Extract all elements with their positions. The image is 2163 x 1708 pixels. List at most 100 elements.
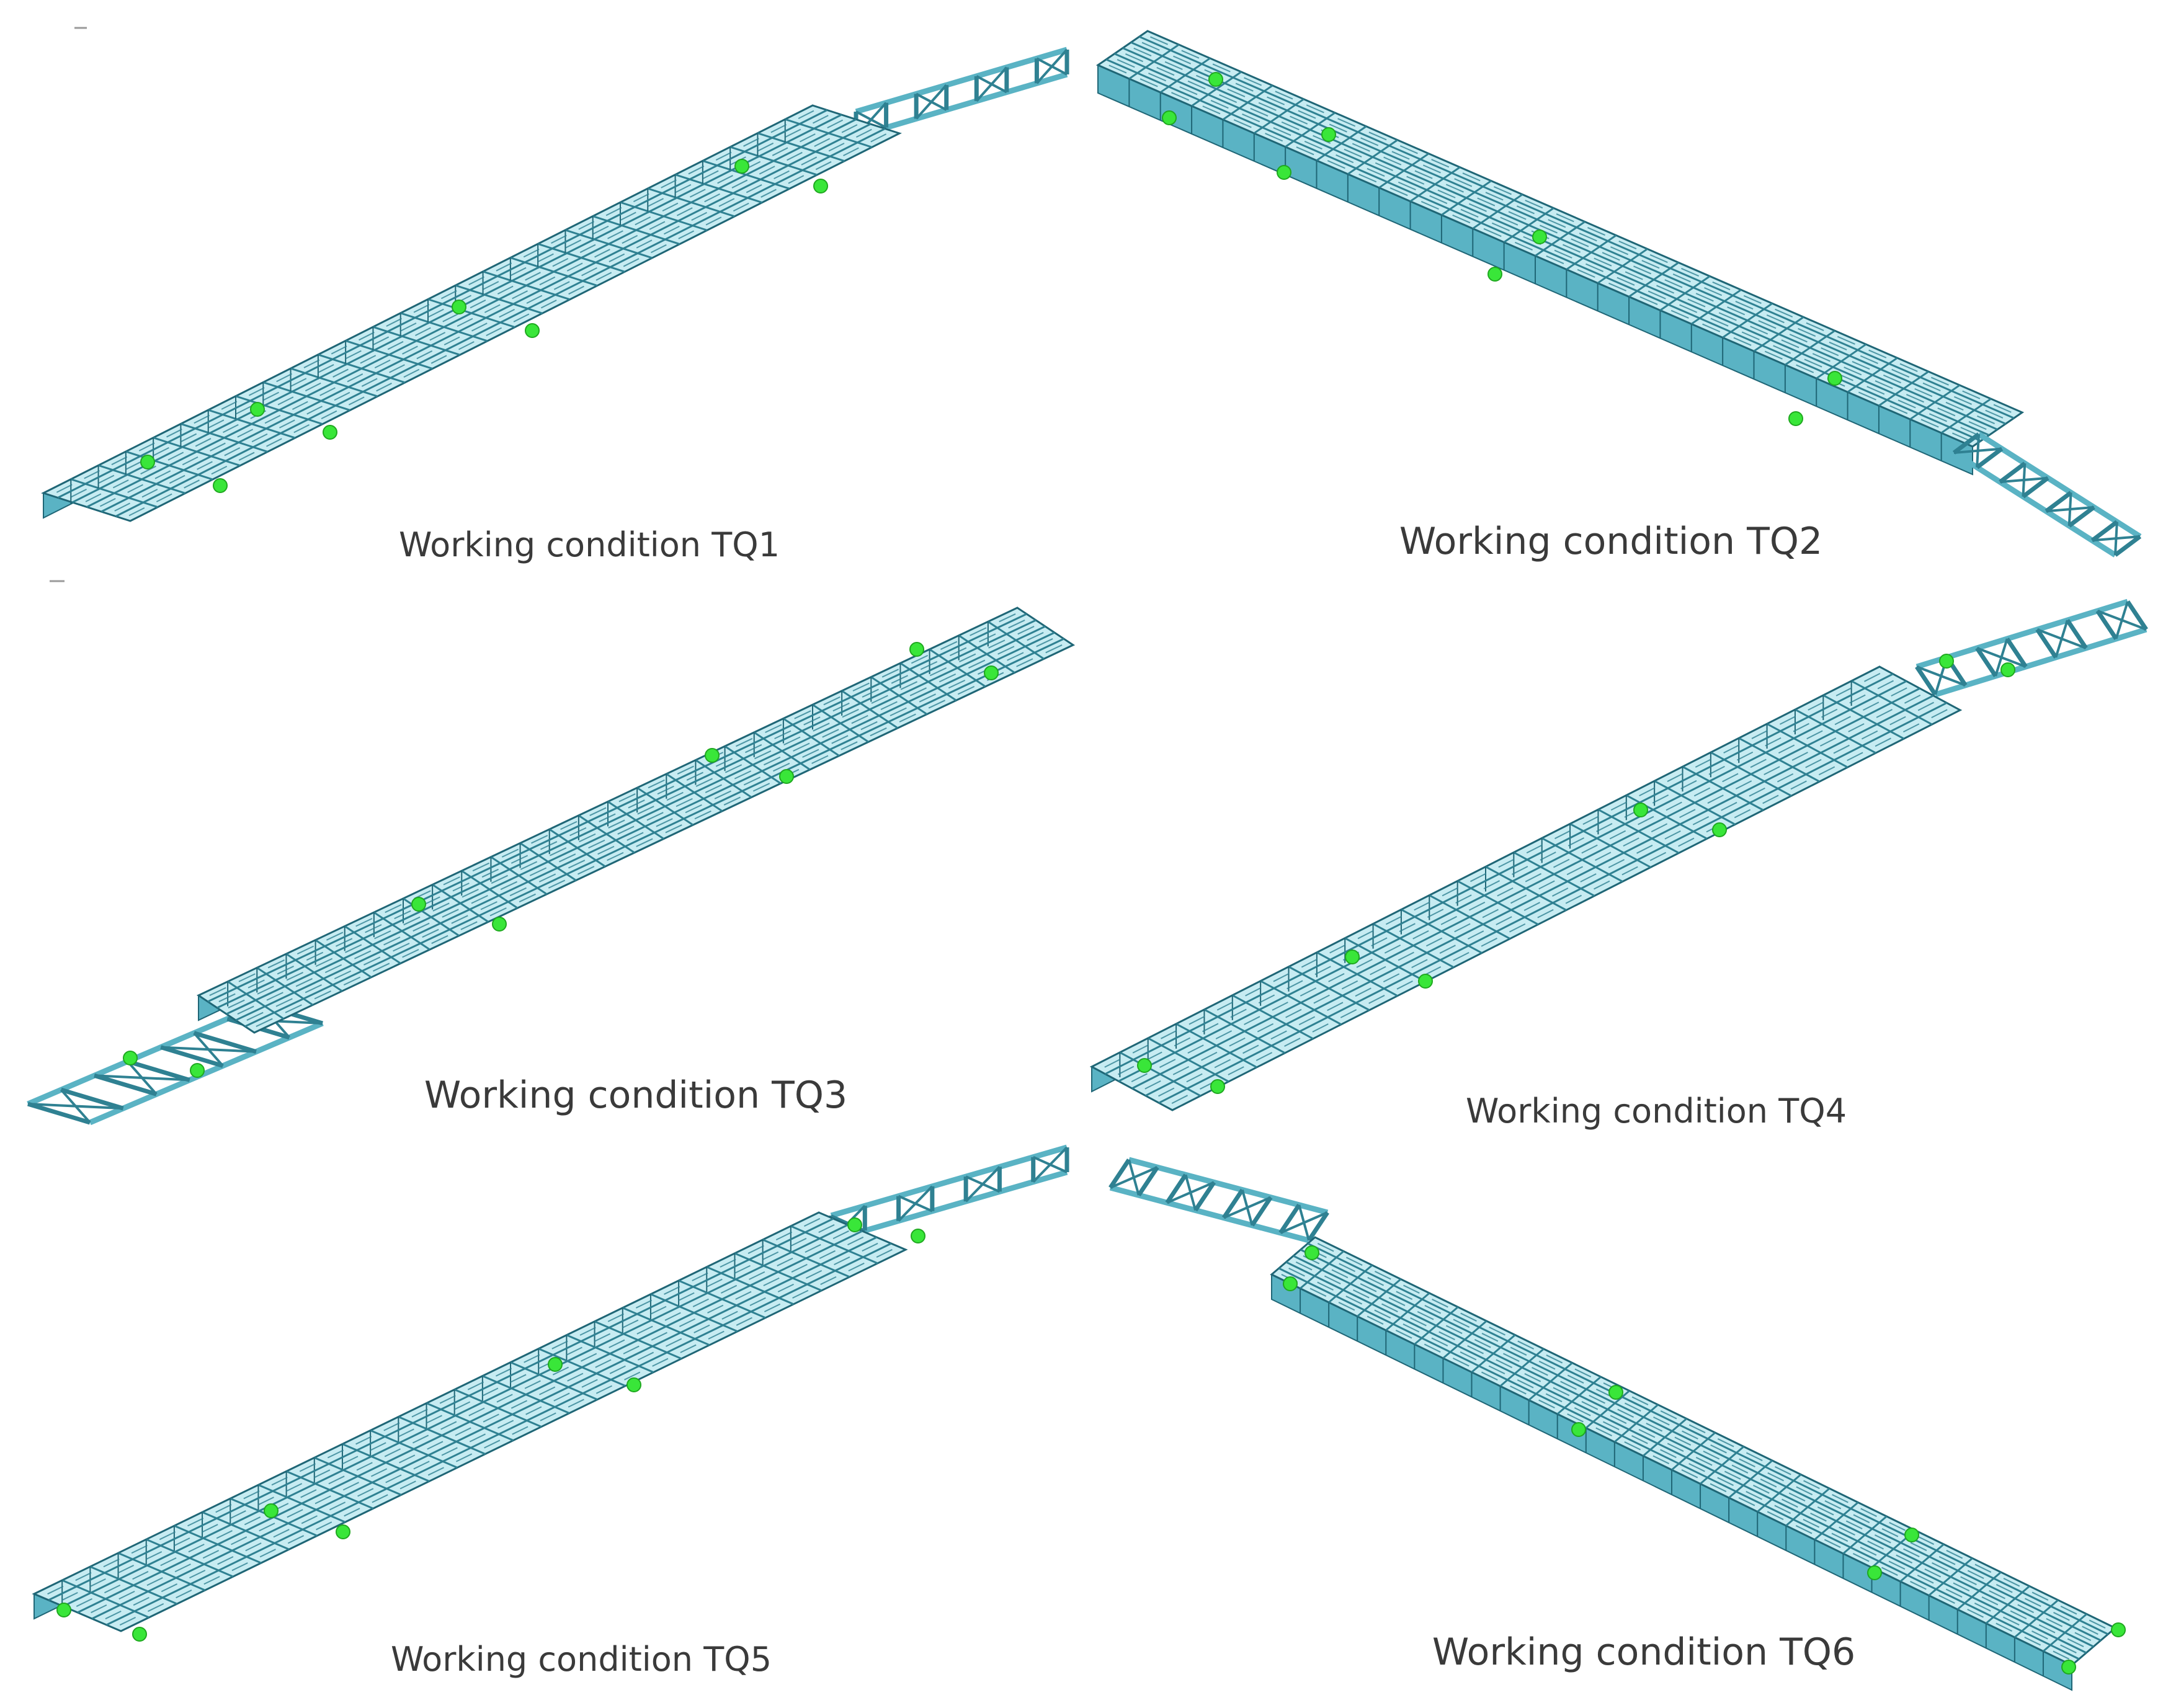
deck-tq3-rib (637, 806, 654, 815)
deck-tq6-rib (2024, 1598, 2041, 1607)
deck-tq6-rib (1746, 1452, 1763, 1461)
deck-tq4-rib (1327, 1002, 1344, 1012)
deck-tq2-rib (1445, 184, 1464, 193)
deck-tq5-rib (651, 1332, 667, 1341)
load-point-tq4 (1418, 974, 1433, 989)
deck-tq1-rib (197, 461, 213, 470)
deck-tq6-rib (1824, 1539, 1841, 1548)
deck-tq3-rib (676, 798, 693, 807)
deck-tq4-rib (1384, 944, 1401, 954)
deck-tq2-rib (1920, 419, 1939, 428)
deck-tq1-rib (691, 211, 707, 221)
load-point-tq5 (548, 1357, 563, 1372)
caption-tq2: Working condition TQ2 (1399, 520, 1822, 563)
deck-tq2-rib (1712, 281, 1731, 290)
deck-tq5-rib (89, 1578, 106, 1588)
deck-tq1-rib (293, 424, 310, 434)
deck-tq1-rib (552, 257, 569, 267)
deck-tq3-rib (736, 737, 753, 747)
deck-tq5-rib (357, 1488, 374, 1497)
deck-tq2-rib (1304, 140, 1322, 150)
deck-tq3-rib (460, 921, 478, 930)
deck-tq2-rib (1298, 110, 1316, 119)
deck-tq2-rib (1265, 133, 1283, 142)
deck-tq2-rib (1937, 407, 1956, 417)
deck-tq2-rib (1554, 249, 1572, 259)
deck-tq4-rib (1793, 723, 1809, 732)
deck-tq4-rib (1862, 701, 1880, 711)
deck-tq1-rib (263, 391, 279, 401)
deck-tq4-rib (1273, 972, 1290, 982)
deck-tq6-rib (2002, 1616, 2020, 1626)
deck-tq6-rib (1774, 1505, 1791, 1514)
deck-tq3-rib (988, 639, 1006, 649)
deck-tq3-rib (432, 902, 450, 912)
deck-tq5-rib (355, 1436, 372, 1445)
deck-tq1-rib (525, 272, 541, 281)
deck-tq2-girder (1105, 58, 1981, 442)
deck-tq2-rib (1930, 376, 1949, 386)
approach-tq4-rung (1975, 647, 1998, 677)
deck-tq5-rib (720, 1258, 736, 1268)
deck-tq5-rib (188, 1544, 205, 1553)
deck-tq1-rib (114, 502, 130, 512)
deck-tq5-rib (117, 1565, 135, 1574)
deck-tq4-rib (1639, 787, 1656, 796)
deck-tq6-rib (1445, 1325, 1463, 1334)
deck-tq5-rib (720, 1284, 738, 1294)
deck-tq4-rib (1174, 1037, 1191, 1047)
deck-tq3-rib (489, 907, 507, 917)
deck-tq3-rib (266, 992, 283, 1001)
deck-tq5-rib (594, 1333, 611, 1342)
deck-tq1-rib (84, 470, 100, 479)
deck-tq1-rib (276, 373, 292, 383)
deck-tq1-rib (376, 383, 392, 392)
approach-tq2-rung (2090, 520, 2118, 543)
deck-tq3-rib (385, 904, 402, 914)
approach-tq6-rung (1307, 1211, 1329, 1242)
deck-tq4-rib (1864, 673, 1881, 682)
deck-tq1-rib (127, 484, 143, 493)
deck-tq3-rib (538, 873, 556, 883)
deck-tq5-rib (133, 1597, 149, 1606)
deck-tq6-rib (1638, 1429, 1656, 1438)
deck-tq1-rib (512, 290, 528, 300)
load-point-tq5 (627, 1377, 641, 1392)
deck-tq1-rib (798, 110, 814, 120)
deck-tq6-rib (2060, 1606, 2077, 1615)
deck-tq5-rib (301, 1515, 318, 1524)
deck-tq1-rib (458, 341, 475, 350)
deck-tq4-rib (1230, 1008, 1247, 1018)
deck-tq6-rib (1331, 1269, 1349, 1278)
approach-tq1-rail-right (855, 71, 1068, 140)
deck-tq1-rib (236, 406, 252, 415)
deck-tq1-rib (649, 221, 666, 230)
deck-tq5-rib (483, 1413, 499, 1423)
deck-tq1-rib (237, 429, 254, 438)
deck-tq2-rib (1212, 63, 1231, 73)
deck-tq6-girder (1285, 1261, 2087, 1654)
deck-tq2-rib (1681, 267, 1700, 277)
deck-tq2-rib (1420, 200, 1439, 210)
deck-tq3-rib (413, 922, 430, 932)
deck-tq2-rib (1460, 208, 1479, 218)
deck-tq2-rib (1508, 211, 1527, 220)
deck-tq2-rib (1210, 100, 1229, 109)
deck-tq5-rib (467, 1381, 484, 1390)
deck-tq5-rib (749, 1297, 766, 1306)
deck-tq6-rib (1803, 1519, 1820, 1528)
deck-tq2-rib (1329, 123, 1347, 133)
deck-tq2-rib (1219, 94, 1238, 104)
deck-tq1-rib (71, 488, 87, 498)
deck-tq1-rib (413, 304, 430, 313)
approach-tq6-rung (1136, 1166, 1159, 1197)
deck-tq3-rib (1027, 632, 1044, 641)
deck-tq5-rib (455, 1427, 471, 1436)
deck-tq1-rib (595, 272, 612, 281)
deck-tq2-rib (1563, 244, 1581, 253)
deck-tq4-rib (1791, 752, 1808, 761)
deck-tq4-rib (1764, 766, 1780, 775)
deck-tq1-rib (334, 391, 350, 401)
load-point-tq4 (1939, 654, 1954, 669)
deck-tq3-rib (823, 696, 841, 706)
